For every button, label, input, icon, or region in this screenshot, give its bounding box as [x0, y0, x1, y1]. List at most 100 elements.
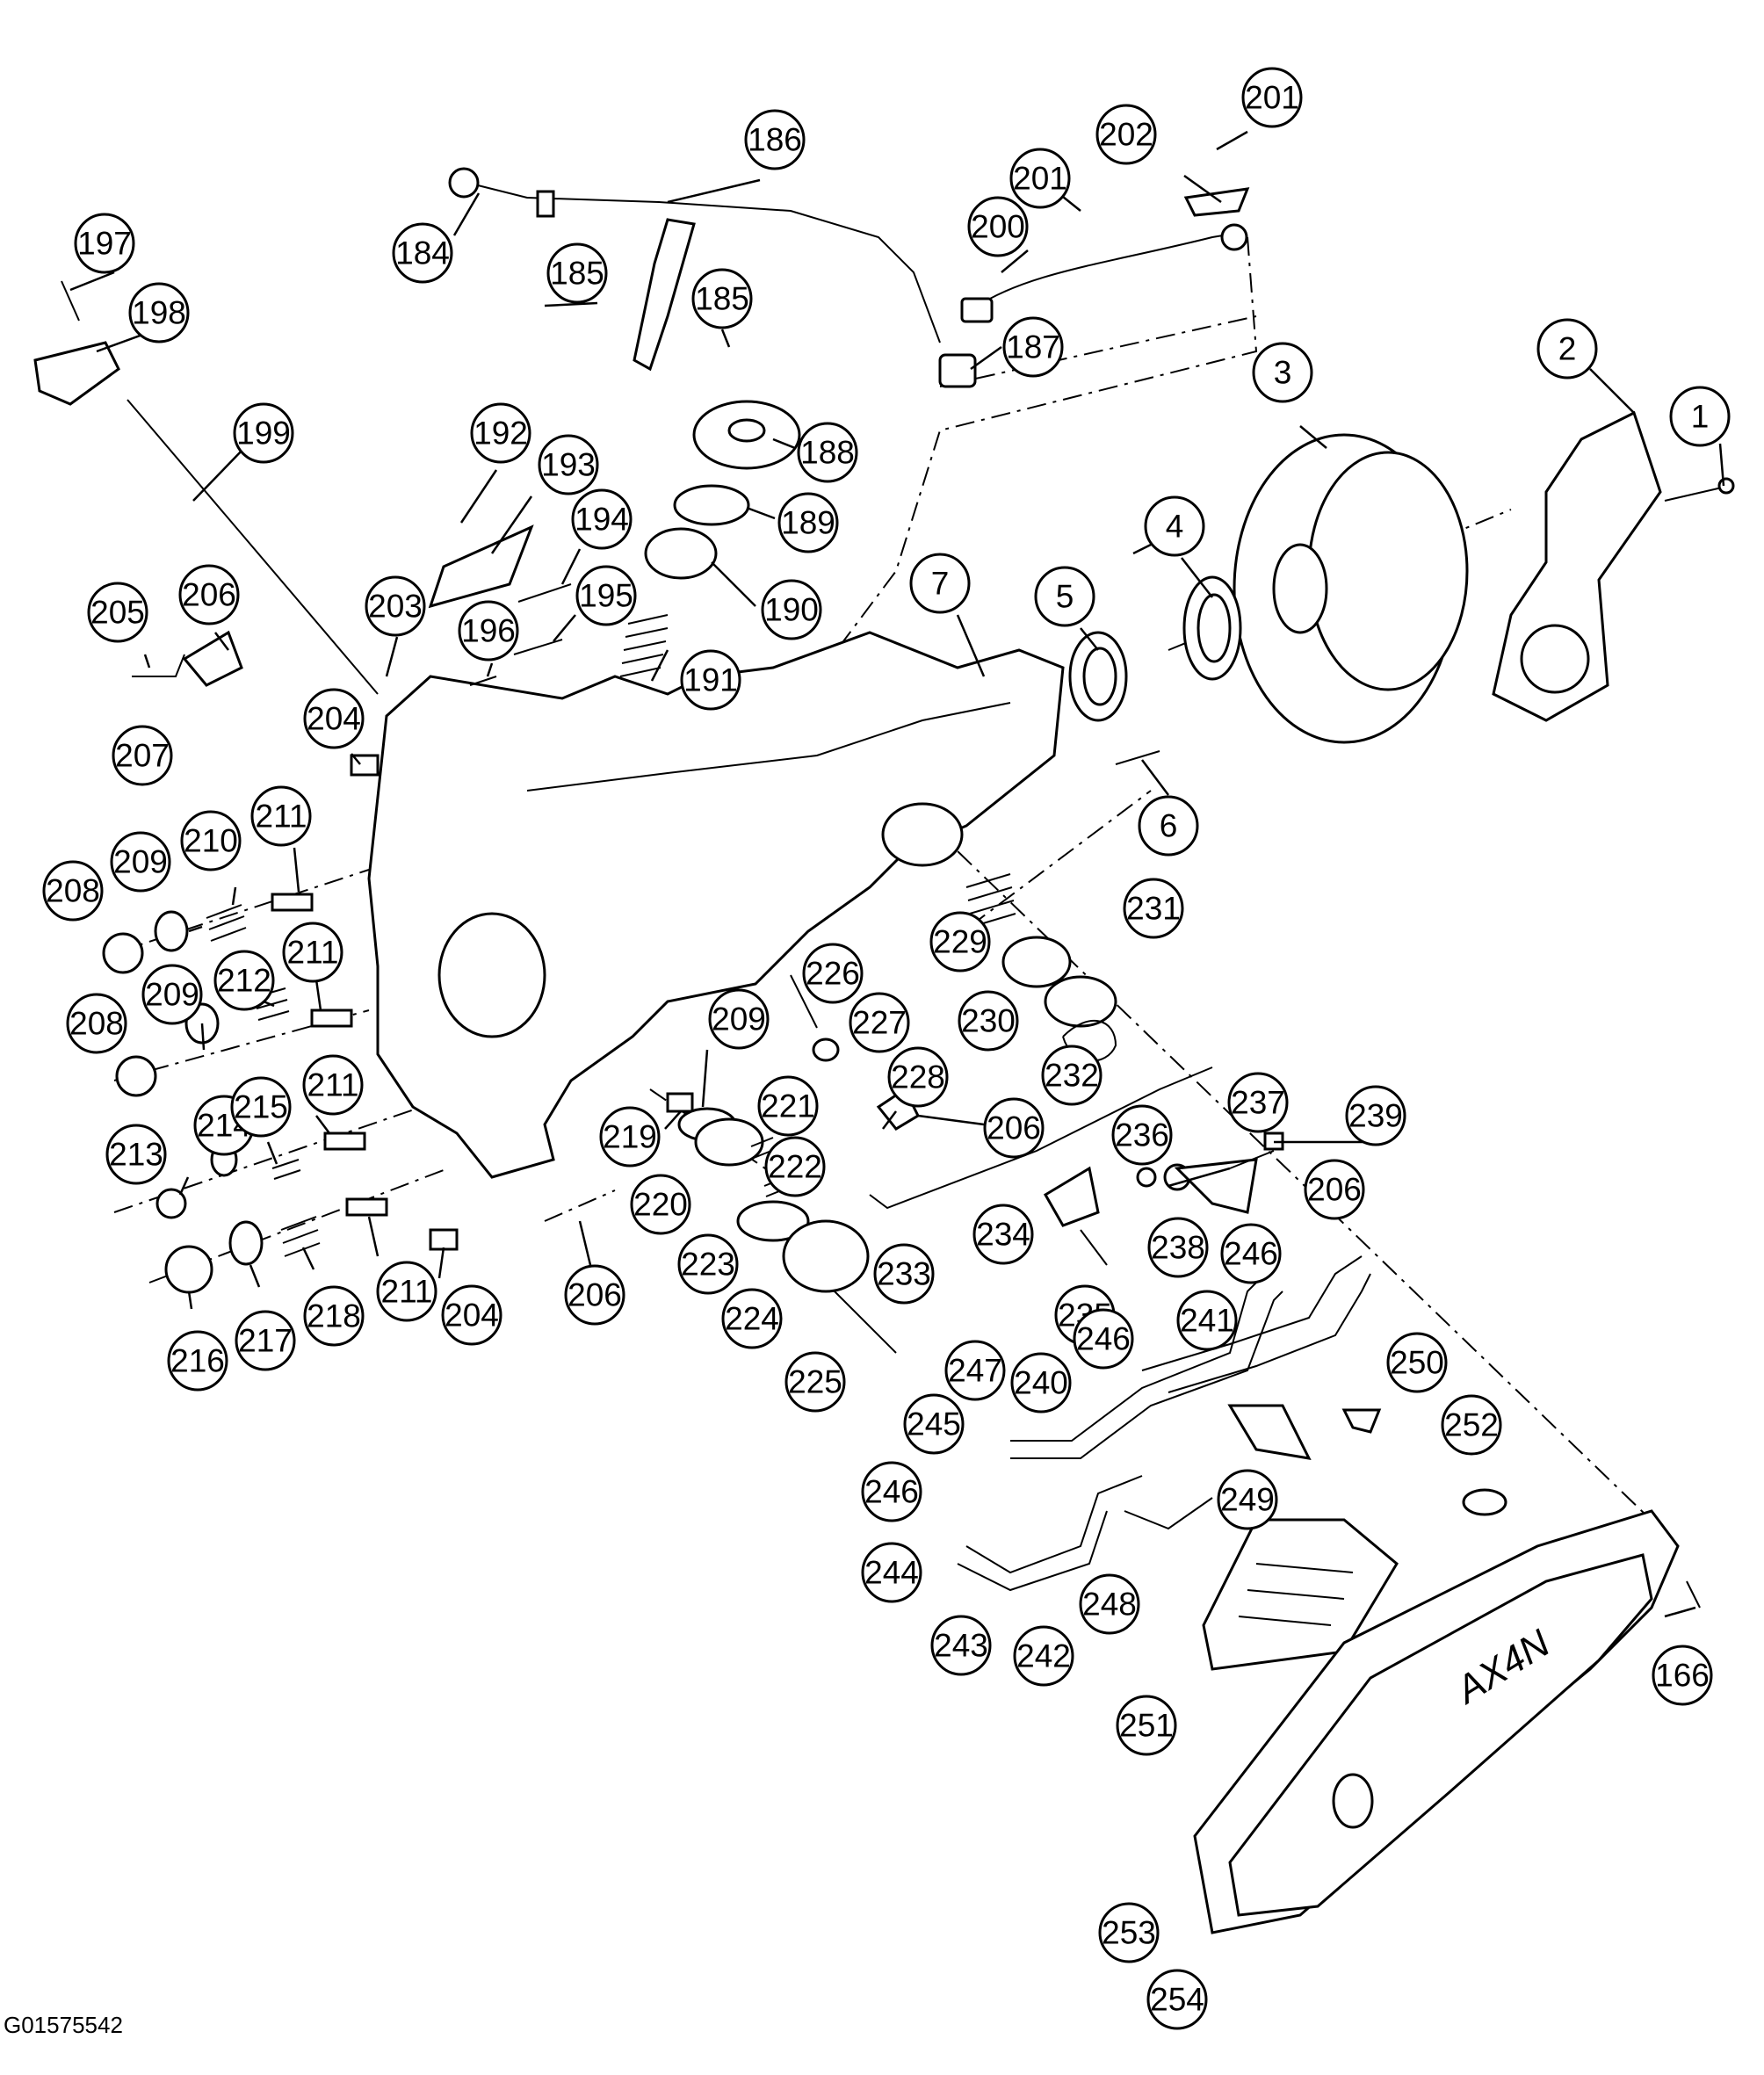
callout-245: 245: [903, 1393, 965, 1455]
callout-200: 200: [967, 196, 1029, 257]
callout-226: 226: [802, 943, 864, 1004]
servo-spring-part: [619, 614, 669, 677]
callout-240: 240: [1010, 1352, 1072, 1413]
clip-part: [1341, 1408, 1382, 1434]
callout-221: 221: [757, 1075, 819, 1137]
case-inner-contour: [526, 702, 1011, 792]
svg-text:230: 230: [961, 1003, 1016, 1039]
gasket-part: [428, 524, 534, 609]
callout-238: 238: [1147, 1217, 1209, 1278]
callout-206: 206: [983, 1097, 1045, 1159]
svg-text:227: 227: [852, 1005, 907, 1041]
callout-196: 196: [458, 600, 519, 662]
svg-text:211: 211: [381, 1274, 433, 1310]
callout-186: 186: [744, 109, 806, 170]
svg-text:211: 211: [287, 935, 339, 971]
svg-text:242: 242: [1016, 1638, 1071, 1674]
case-bore: [437, 912, 546, 1038]
svg-text:193: 193: [541, 447, 596, 483]
callout-229: 229: [929, 911, 991, 972]
callout-210: 210: [180, 810, 242, 871]
callout-1: 1: [1669, 386, 1731, 447]
svg-text:194: 194: [575, 502, 629, 538]
svg-text:246: 246: [1076, 1321, 1131, 1357]
range-sensor-part: [33, 341, 120, 406]
callout-197: 197: [74, 213, 135, 274]
callout-192: 192: [470, 402, 531, 464]
svg-text:217: 217: [238, 1323, 293, 1359]
svg-text:206: 206: [1307, 1172, 1362, 1208]
callout-2: 2: [1536, 318, 1598, 380]
svg-text:253: 253: [1102, 1915, 1156, 1951]
svg-text:196: 196: [461, 613, 516, 649]
callout-216: 216: [167, 1330, 228, 1392]
svg-text:222: 222: [768, 1149, 822, 1185]
svg-text:221: 221: [761, 1088, 815, 1124]
svg-text:226: 226: [806, 956, 860, 992]
callout-211: 211: [302, 1054, 364, 1116]
callout-250: 250: [1386, 1332, 1448, 1393]
cooler-tubes-part: [957, 1255, 1371, 1592]
svg-text:166: 166: [1655, 1658, 1710, 1694]
bolt-part: [61, 280, 80, 322]
svg-text:213: 213: [109, 1137, 163, 1173]
callout-228: 228: [887, 1046, 949, 1108]
svg-text:238: 238: [1151, 1230, 1205, 1266]
bolt-part: [517, 583, 572, 603]
svg-text:239: 239: [1348, 1098, 1403, 1134]
svg-text:252: 252: [1444, 1407, 1499, 1443]
callout-224: 224: [721, 1288, 783, 1349]
callout-252: 252: [1441, 1394, 1502, 1456]
svg-text:189: 189: [781, 505, 835, 541]
svg-text:211: 211: [256, 799, 307, 835]
callout-211: 211: [250, 785, 312, 847]
callout-244: 244: [861, 1542, 922, 1603]
svg-text:241: 241: [1180, 1303, 1234, 1339]
svg-text:5: 5: [1056, 579, 1074, 615]
callout-206: 206: [178, 564, 240, 625]
callout-213: 213: [105, 1124, 167, 1185]
case-bore-2: [881, 802, 964, 867]
oil-pan-part: [1228, 1553, 1653, 1917]
callout-191: 191: [680, 649, 741, 711]
callout-208: 208: [42, 860, 104, 922]
callout-220: 220: [630, 1174, 691, 1235]
svg-text:1: 1: [1691, 399, 1710, 435]
svg-text:216: 216: [170, 1343, 225, 1379]
torque-converter-part: [1233, 433, 1469, 744]
callout-234: 234: [972, 1204, 1034, 1265]
svg-text:240: 240: [1014, 1365, 1068, 1401]
callout-239: 239: [1345, 1085, 1406, 1146]
callout-187: 187: [1002, 316, 1064, 378]
callout-208: 208: [66, 993, 127, 1054]
svg-text:218: 218: [307, 1298, 361, 1334]
svg-text:186: 186: [748, 122, 802, 158]
svg-text:233: 233: [877, 1256, 931, 1292]
callout-241: 241: [1176, 1290, 1238, 1351]
svg-text:208: 208: [69, 1006, 124, 1042]
svg-text:229: 229: [933, 924, 987, 960]
callout-218: 218: [303, 1285, 365, 1347]
svg-text:195: 195: [579, 578, 633, 614]
svg-text:187: 187: [1006, 329, 1060, 365]
callout-233: 233: [873, 1243, 935, 1305]
dipstick-tube-part: [448, 167, 941, 372]
callout-194: 194: [571, 488, 633, 550]
detent-lever-part: [182, 630, 243, 687]
svg-text:211: 211: [307, 1067, 359, 1103]
svg-text:4: 4: [1166, 509, 1184, 545]
callout-202: 202: [1095, 104, 1157, 165]
servo-parts-right: [790, 873, 1117, 1062]
svg-text:201: 201: [1013, 161, 1067, 197]
svg-text:225: 225: [788, 1364, 842, 1400]
bolt-part: [469, 676, 497, 686]
svg-text:6: 6: [1160, 808, 1178, 844]
svg-text:204: 204: [445, 1298, 499, 1334]
bolt-part: [1686, 1580, 1701, 1609]
callout-249: 249: [1217, 1469, 1278, 1530]
callout-211: 211: [282, 922, 343, 983]
callout-185: 185: [546, 242, 608, 304]
callout-3: 3: [1252, 342, 1313, 403]
pan-drain-boss: [1332, 1773, 1374, 1829]
plug-part: [938, 353, 977, 388]
